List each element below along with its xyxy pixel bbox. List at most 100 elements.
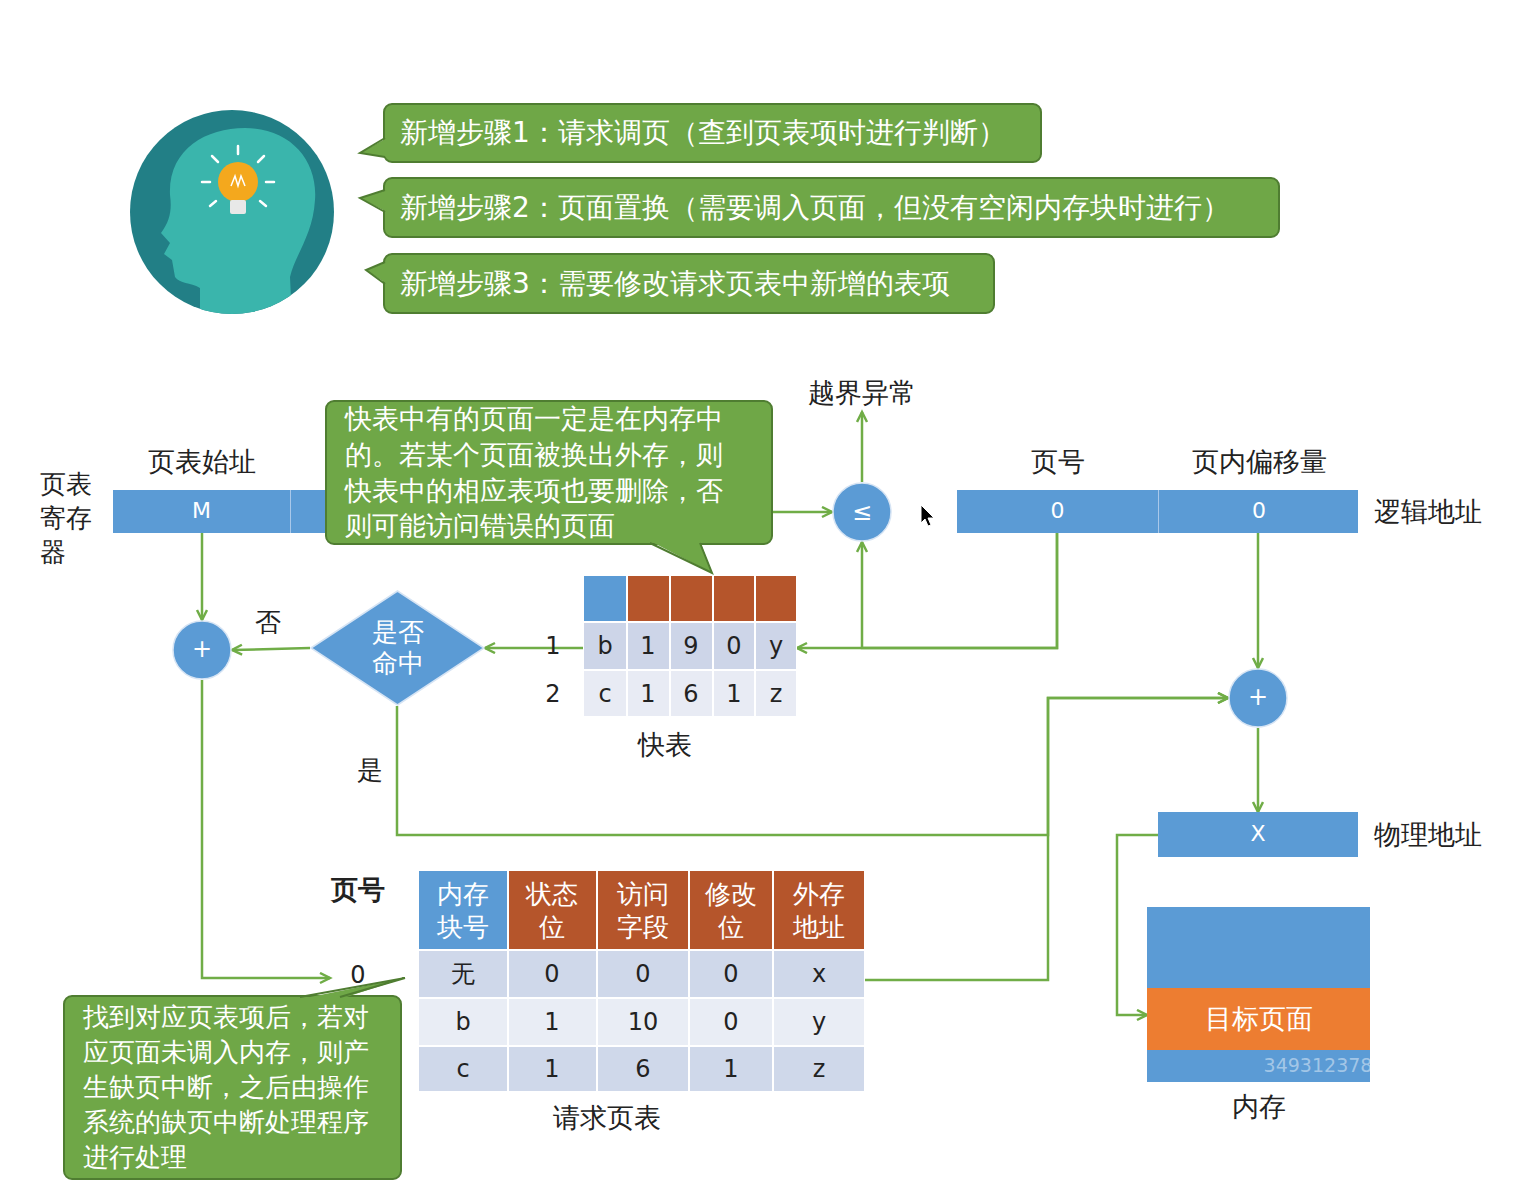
table-cell (508, 870, 597, 950)
table-cell (597, 998, 689, 1046)
address-label: 逻辑地址 (1374, 496, 1482, 528)
table-cell (418, 998, 508, 1046)
table-cell (418, 1046, 508, 1092)
table-cell (773, 1046, 865, 1092)
flow-arrow (1257, 728, 1260, 812)
table-cell (689, 1046, 773, 1092)
column-heading: 页号 (331, 874, 385, 906)
table-cell (583, 670, 627, 717)
node-text: + (172, 620, 232, 678)
node-text: 找到对应页表项后，若对应页面未调入内存，则产生缺页中断，之后由操作系统的缺页中断… (83, 1000, 386, 1175)
row-number: 0 (350, 961, 365, 990)
step-callout: 新增步骤1：请求调页（查到页表项时进行判断） (383, 103, 1042, 163)
address-field: 页号0 (957, 490, 1158, 533)
callout-tail (300, 978, 405, 999)
edge-label: 是 (357, 753, 383, 788)
node-text: + (1228, 668, 1288, 726)
adder-circle: + (172, 620, 232, 680)
node-text: 新增步骤2：页面置换（需要调入页面，但没有空闲内存块时进行） (400, 179, 1270, 236)
register-box: 页表始址M (113, 490, 330, 533)
field-value: X (1158, 812, 1358, 857)
table-cell (627, 670, 670, 717)
memory-caption: 内存 (1147, 1087, 1370, 1127)
table-cell (418, 870, 508, 950)
table-cell (755, 670, 797, 717)
flow-arrow (797, 533, 1057, 648)
flow-arrow (397, 698, 1228, 835)
decision-diamond: 是否命中 (310, 590, 485, 706)
field-heading: 页号 (957, 442, 1158, 482)
node-text: ≤ (832, 482, 892, 542)
table-cell (670, 622, 713, 670)
register-value: M (113, 490, 290, 533)
table-cell (755, 622, 797, 670)
table-cell (583, 622, 627, 670)
table-cell (773, 998, 865, 1046)
node-text: 新增步骤1：请求调页（查到页表项时进行判断） (400, 105, 1040, 161)
address-field: 页内偏移量0 (1158, 490, 1358, 533)
table-cell (597, 950, 689, 998)
memory-block: 内存目标页面 (1147, 907, 1370, 1082)
row-number: 1 (545, 632, 560, 661)
bulb-base (230, 200, 246, 214)
table-cell (508, 1046, 597, 1092)
target-page: 目标页面 (1147, 988, 1370, 1050)
circle-fill (1229, 669, 1287, 727)
node-text: 目标页面 (1147, 988, 1370, 1050)
address-field: X (1158, 812, 1358, 857)
field-divider (290, 490, 291, 533)
row-number: 2 (545, 680, 560, 709)
table-cell (670, 670, 713, 717)
callout-tail (366, 262, 387, 284)
node-text: 新增步骤3：需要修改请求页表中新增的表项 (400, 255, 990, 312)
address-label: 物理地址 (1374, 819, 1482, 851)
callout-tail (360, 190, 387, 212)
table-caption: 请求页表 (418, 1098, 796, 1138)
table-caption: 快表 (558, 725, 772, 765)
edge-label: 否 (255, 605, 281, 640)
callout-tail (360, 138, 387, 157)
page-table: 请求页表 (330, 870, 865, 1092)
table-cell (597, 870, 689, 950)
diamond-fill (311, 591, 484, 705)
field-heading: 页内偏移量 (1159, 442, 1359, 482)
table-cell (689, 950, 773, 998)
field-heading: 页表始址 (113, 442, 290, 482)
table-cell (773, 950, 865, 998)
table-cell (670, 575, 713, 622)
register-label: 页表寄存器 (40, 468, 100, 569)
overflow-arrow (861, 412, 864, 482)
table-cell (773, 870, 865, 950)
table-cell (418, 950, 508, 998)
flow-arrow (862, 533, 1057, 648)
step-callout: 新增步骤2：页面置换（需要调入页面，但没有空闲内存块时进行） (383, 177, 1280, 238)
circle-fill (173, 621, 231, 679)
bulb-rays (202, 146, 274, 206)
head-silhouette (161, 128, 315, 320)
circle-fill (833, 483, 891, 541)
table-cell (713, 622, 755, 670)
flow-arrow (232, 648, 310, 650)
field-value: 0 (957, 490, 1158, 533)
table-cell (508, 998, 597, 1046)
note-callout: 找到对应页表项后，若对应页面未调入内存，则产生缺页中断，之后由操作系统的缺页中断… (63, 995, 402, 1180)
note-callout: 快表中有的页面一定是在内存中的。若某个页面被换出外存，则快表中的相应表项也要删除… (325, 400, 773, 545)
node-text: 是否命中 (367, 616, 429, 680)
tlb-table: 快表 (583, 575, 797, 717)
flow-arrow (201, 533, 204, 620)
table-cell (713, 670, 755, 717)
mouse-cursor (921, 505, 934, 526)
bulb (218, 162, 258, 202)
field-value: 0 (1159, 490, 1359, 533)
flow-arrow (1257, 533, 1260, 668)
table-cell (597, 1046, 689, 1092)
table-cell (627, 622, 670, 670)
table-cell (689, 998, 773, 1046)
table-cell (689, 870, 773, 950)
callout-tail (650, 541, 712, 573)
table-cell (755, 575, 797, 622)
flow-arrow (485, 647, 583, 650)
table-cell (583, 575, 627, 622)
flow-arrow (202, 680, 330, 978)
